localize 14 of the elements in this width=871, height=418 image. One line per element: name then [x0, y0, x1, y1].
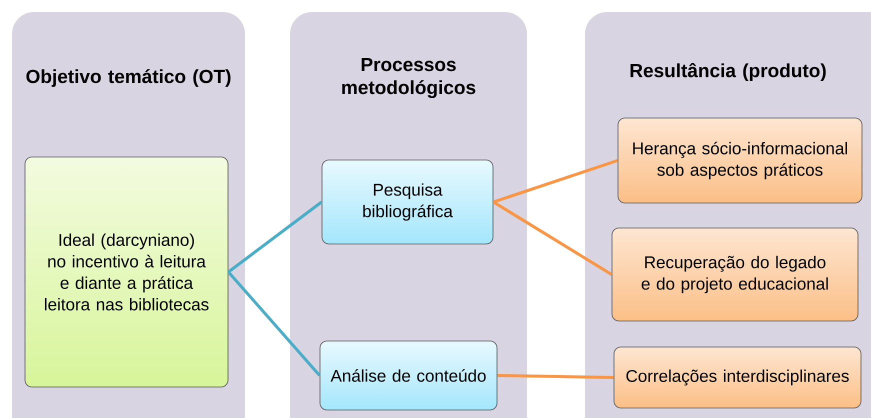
connector-line: [492, 159, 618, 204]
column-heading: Objetivo temático (OT): [26, 69, 230, 87]
connector-line: [228, 200, 322, 274]
process-box: Correlações interdisciplinares: [614, 346, 862, 408]
process-box: Ideal (darcyniano) no incentivo à leitura e diante a prática leitora nas bibliotecas: [24, 156, 228, 388]
process-box: Análise de conteúdo: [320, 340, 498, 410]
process-box: Herança sócio-informacional sob aspectos práticos: [618, 118, 862, 204]
process-box: Recuperação do legado e do projeto educacional: [612, 228, 858, 322]
connector-line: [497, 374, 614, 379]
connector-line: [492, 200, 612, 276]
connector-line: [227, 271, 321, 376]
column-heading: Processos metodológicos: [342, 58, 476, 98]
column-heading: Resultância (produto): [630, 62, 826, 82]
process-box: Pesquisa bibliográfica: [322, 160, 494, 244]
